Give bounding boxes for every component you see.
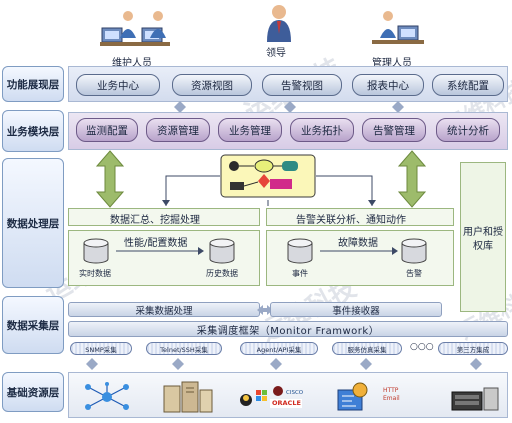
- adapter-telnet-ssh: Telnet/SSH采集: [146, 342, 222, 355]
- presentation-item-resource-view[interactable]: 资源视图: [172, 74, 252, 96]
- application-service-icon: [337, 382, 368, 411]
- event-receiver: 事件接收器: [270, 302, 442, 317]
- realtime-db-label: 实时数据: [79, 269, 111, 278]
- monitor-framework: 采集调度框架（Monitor Framwork）: [68, 321, 508, 337]
- realtime-db-icon: [83, 238, 109, 264]
- role-manager: 管理人员: [372, 58, 412, 69]
- user-auth-library: [460, 162, 506, 312]
- cisco-logo-text: CISCO: [286, 390, 304, 396]
- layer-label-business: 业务模块层: [2, 110, 64, 152]
- business-item-monitor-config[interactable]: 监测配置: [76, 118, 138, 142]
- event-db-icon: [287, 238, 313, 264]
- server-tower-icon: [163, 381, 213, 413]
- presentation-item-system-config[interactable]: 系统配置: [432, 74, 504, 96]
- adapter-ellipsis: ○○○: [410, 342, 434, 352]
- layer-label-processing: 数据处理层: [2, 158, 64, 288]
- adapter-agent-api: Agent/API采集: [240, 342, 318, 355]
- event-db-label: 事件: [292, 269, 308, 278]
- adapter-service-sim: 服务仿真采集: [332, 342, 402, 355]
- processing-right-title: [266, 208, 454, 226]
- business-band: [68, 112, 508, 150]
- processing-left-title-text: 数据汇总、挖掘处理: [110, 215, 200, 226]
- oracle-logo-text: ORACLE: [272, 399, 301, 407]
- role-leader: 领导: [266, 48, 286, 59]
- business-item-alarm-mgmt[interactable]: 告警管理: [362, 118, 426, 142]
- network-topology-icon: [85, 382, 129, 410]
- http-email-label: HTTP Email: [383, 387, 400, 402]
- business-item-business-topology[interactable]: 业务拓扑: [290, 118, 354, 142]
- processing-left-db-title: 性能/配置数据: [124, 238, 188, 249]
- workflow-engine-icon: [220, 154, 316, 198]
- presentation-item-business-center[interactable]: 业务中心: [76, 74, 160, 96]
- manager-workstation-icon: [372, 11, 424, 44]
- layer-label-collection: 数据采集层: [2, 296, 64, 354]
- presentation-item-report-center[interactable]: 报表中心: [352, 74, 424, 96]
- maintainer-workstation-icon: [100, 11, 170, 46]
- processing-right-title-text: 告警关联分析、通知动作: [296, 215, 406, 226]
- right-bidirectional-arrow: [398, 150, 426, 208]
- resource-band: [68, 372, 508, 418]
- os-database-logos-icon: [240, 386, 302, 408]
- alarm-db-icon: [401, 238, 427, 264]
- history-db-icon: [209, 238, 235, 264]
- role-maintainer: 维护人员: [112, 58, 152, 69]
- alarm-db-label: 告警: [406, 269, 422, 278]
- leader-person-icon: [267, 5, 291, 42]
- left-bidirectional-arrow: [96, 150, 124, 208]
- collection-link-arrow: [257, 305, 273, 315]
- realtime-to-history-arrow: [116, 247, 204, 255]
- storage-device-icon: [451, 387, 499, 411]
- history-db-label: 历史数据: [206, 269, 238, 278]
- processing-right-db-title: 故障数据: [338, 238, 378, 249]
- collection-resource-connectors: [86, 358, 482, 370]
- business-item-business-mgmt[interactable]: 业务管理: [218, 118, 282, 142]
- business-item-resource-mgmt[interactable]: 资源管理: [146, 118, 210, 142]
- layer-label-presentation: 功能展现层: [2, 66, 64, 102]
- presentation-business-connector: [174, 101, 404, 113]
- adapter-snmp: SNMP采集: [70, 342, 132, 355]
- engine-connector-lines: [162, 175, 376, 206]
- collection-data-process: 采集数据处理: [68, 302, 260, 317]
- user-auth-library-label: 用户和授权库: [463, 227, 503, 252]
- processing-left-title: [68, 208, 260, 226]
- business-item-statistics[interactable]: 统计分析: [436, 118, 500, 142]
- presentation-item-alarm-view[interactable]: 告警视图: [262, 74, 342, 96]
- layer-label-resource: 基础资源层: [2, 372, 64, 412]
- event-to-alarm-arrow: [320, 247, 398, 255]
- adapter-third-party: 第三方集成: [438, 342, 508, 355]
